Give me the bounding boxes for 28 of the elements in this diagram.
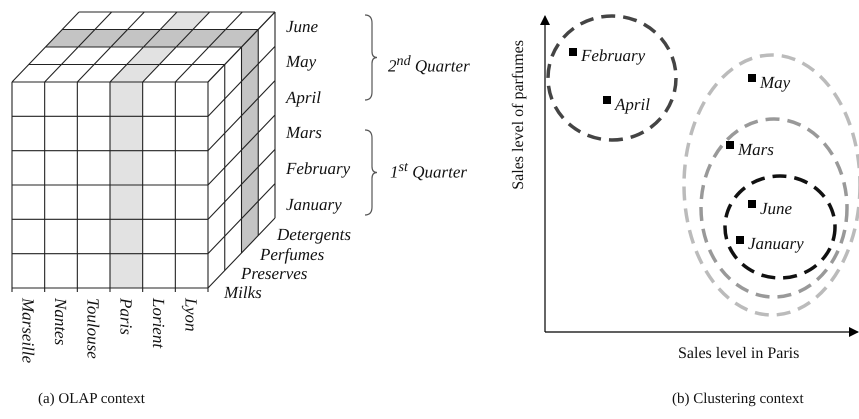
city-label: Nantes xyxy=(52,298,69,346)
city-label: Lyon xyxy=(182,298,200,332)
product-label: Milks xyxy=(224,284,262,301)
quarter-label: 1$^{st}$ Quarter xyxy=(390,160,467,181)
city-label: Paris xyxy=(117,298,134,335)
month-label: Mars xyxy=(286,124,322,141)
city-label: Marseille xyxy=(19,298,36,364)
quarter-label: 2$^{nd}$ Quarter xyxy=(388,54,470,75)
month-label: June xyxy=(286,18,318,35)
product-label: Detergents xyxy=(277,226,351,243)
axis-title: Sales level of parfumes xyxy=(511,40,527,190)
caption: (b) Clustering context xyxy=(672,392,804,407)
month-label: May xyxy=(286,53,316,70)
axis-title: Sales level in Paris xyxy=(678,346,800,362)
product-label: Preserves xyxy=(241,265,308,282)
point-label: January xyxy=(748,235,804,252)
point-label: February xyxy=(581,47,646,64)
point-label: April xyxy=(615,96,650,113)
month-label: January xyxy=(286,196,342,213)
month-label: April xyxy=(286,89,321,106)
point-label: June xyxy=(760,200,792,217)
product-label: Perfumes xyxy=(260,246,324,263)
month-label: February xyxy=(286,160,350,177)
point-label: May xyxy=(760,74,790,91)
caption: (a) OLAP context xyxy=(38,392,145,407)
city-label: Lorient xyxy=(150,298,167,348)
city-label: Toulouse xyxy=(84,298,102,359)
point-label: Mars xyxy=(738,141,774,158)
